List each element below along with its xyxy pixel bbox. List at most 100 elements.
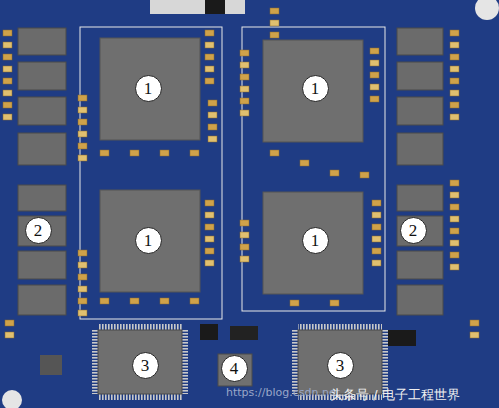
capacitor: [190, 150, 199, 156]
capacitor: [3, 102, 12, 108]
callout-number: 2: [34, 222, 43, 239]
capacitor: [270, 32, 279, 38]
capacitor: [160, 298, 169, 304]
capacitor: [78, 298, 87, 304]
capacitor: [3, 78, 12, 84]
capacitor: [370, 84, 379, 90]
capacitor: [300, 160, 309, 166]
callout-circle: 1: [135, 227, 162, 254]
capacitor: [330, 170, 339, 176]
capacitor: [270, 8, 279, 14]
capacitor: [450, 204, 459, 210]
capacitor: [205, 236, 214, 242]
capacitor: [450, 252, 459, 258]
capacitor: [78, 143, 87, 149]
callout-number: 3: [141, 357, 150, 374]
capacitor: [208, 100, 217, 106]
capacitor: [450, 102, 459, 108]
capacitor: [3, 30, 12, 36]
callout-circle: 2: [400, 217, 427, 244]
capacitor: [130, 298, 139, 304]
capacitor: [370, 60, 379, 66]
capacitor: [450, 240, 459, 246]
capacitor: [3, 66, 12, 72]
capacitor: [470, 332, 479, 338]
capacitor: [205, 30, 214, 36]
capacitor: [3, 90, 12, 96]
callout-number: 1: [144, 80, 153, 97]
capacitor: [3, 114, 12, 120]
capacitor: [450, 66, 459, 72]
capacitor: [450, 54, 459, 60]
capacitor: [205, 66, 214, 72]
capacitor: [78, 107, 87, 113]
capacitor: [205, 260, 214, 266]
callout-circle: 3: [327, 352, 354, 379]
capacitor: [270, 150, 279, 156]
capacitor: [372, 212, 381, 218]
capacitor: [78, 274, 87, 280]
callout-circle: 1: [302, 227, 329, 254]
capacitor: [208, 112, 217, 118]
capacitor: [78, 131, 87, 137]
capacitor: [450, 42, 459, 48]
capacitor: [100, 298, 109, 304]
callout-circle: 1: [135, 75, 162, 102]
capacitor: [78, 119, 87, 125]
callout-number: 1: [144, 232, 153, 249]
watermark-url: https://blog.csdn.net: [226, 386, 340, 399]
capacitor: [372, 260, 381, 266]
capacitor: [3, 54, 12, 60]
capacitor: [450, 90, 459, 96]
capacitor: [160, 150, 169, 156]
capacitor: [78, 155, 87, 161]
capacitor: [240, 220, 249, 226]
callout-circle: 3: [132, 352, 159, 379]
capacitor: [205, 54, 214, 60]
capacitor: [240, 244, 249, 250]
capacitor: [205, 42, 214, 48]
callout-circle: 4: [221, 355, 248, 382]
capacitor: [450, 192, 459, 198]
capacitor: [100, 150, 109, 156]
callout-circle: 1: [302, 75, 329, 102]
capacitor: [130, 150, 139, 156]
capacitor: [360, 172, 369, 178]
capacitor: [205, 78, 214, 84]
capacitor: [240, 62, 249, 68]
capacitor: [370, 72, 379, 78]
capacitor: [450, 180, 459, 186]
capacitor: [5, 320, 14, 326]
capacitor: [370, 48, 379, 54]
capacitor: [240, 74, 249, 80]
capacitor: [3, 42, 12, 48]
capacitor: [450, 30, 459, 36]
capacitor: [78, 286, 87, 292]
capacitor: [205, 224, 214, 230]
capacitor: [208, 124, 217, 130]
capacitor: [372, 200, 381, 206]
callout-number: 1: [311, 232, 320, 249]
capacitor: [450, 264, 459, 270]
callout-number: 4: [230, 360, 239, 377]
capacitor: [450, 114, 459, 120]
watermark: 头条号 / 电子工程世界: [330, 386, 460, 404]
capacitor: [5, 332, 14, 338]
capacitor: [372, 248, 381, 254]
capacitor: [372, 224, 381, 230]
capacitor: [205, 200, 214, 206]
callout-number: 2: [409, 222, 418, 239]
capacitor: [330, 300, 339, 306]
capacitor: [470, 320, 479, 326]
capacitor: [240, 256, 249, 262]
capacitor: [205, 212, 214, 218]
capacitor: [240, 98, 249, 104]
capacitor: [450, 78, 459, 84]
capacitor: [240, 232, 249, 238]
callout-number: 1: [311, 80, 320, 97]
capacitor: [78, 310, 87, 316]
capacitor: [450, 216, 459, 222]
capacitor: [78, 262, 87, 268]
capacitor: [208, 136, 217, 142]
